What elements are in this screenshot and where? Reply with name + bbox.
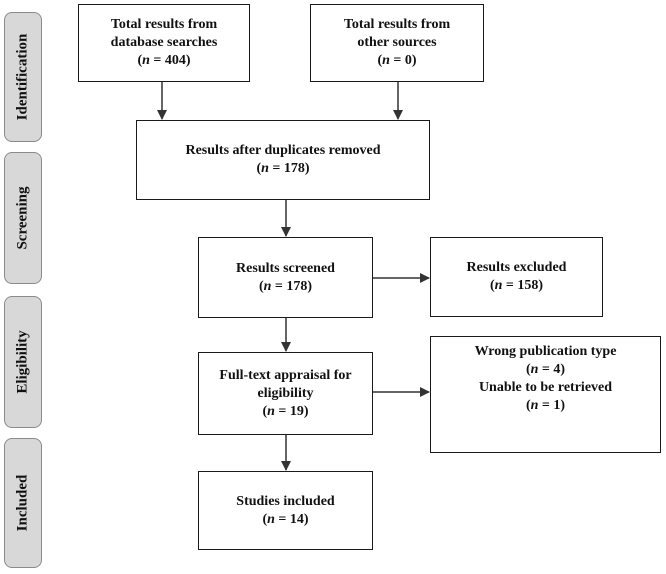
stage-eligibility: Eligibility [4, 296, 42, 428]
count: (n = 19) [262, 403, 309, 419]
box-text: Unable to be retrieved [478, 380, 613, 395]
box-text: other sources [357, 35, 437, 50]
duplicates-removed-box: Results after duplicates removed (n = 17… [136, 120, 430, 200]
box-text: Results after duplicates removed [185, 143, 381, 158]
count: (n = 178) [258, 278, 313, 294]
other-sources-box: Total results from other sources (n = 0) [310, 4, 484, 82]
box-text: Studies included [236, 493, 335, 509]
count: (n = 14) [262, 511, 309, 527]
box-text: Total results from [110, 17, 218, 32]
database-search-box: Total results from database searches (n … [78, 4, 250, 82]
box-text: Total results from [343, 17, 451, 32]
fulltext-appraisal-box: Full-text appraisal for eligibility (n =… [198, 352, 373, 435]
count: (n = 158) [489, 278, 544, 293]
count: (n = 1) [525, 398, 566, 413]
box-text: eligibility [257, 385, 314, 401]
count: (n = 178) [256, 161, 310, 176]
count: (n = 404) [137, 53, 191, 68]
excluded-box: Results excluded (n = 158) [430, 237, 603, 317]
box-text: Results screened [236, 260, 335, 276]
exclusion-reasons-box: Wrong publication type (n = 4) Unable to… [430, 336, 661, 453]
stage-screening: Screening [4, 152, 42, 284]
box-text: database searches [110, 35, 218, 50]
count: (n = 4) [525, 362, 566, 377]
stage-identification: Identification [4, 12, 42, 142]
box-text: Full-text appraisal for [219, 367, 352, 383]
box-text: Wrong publication type [474, 344, 617, 359]
box-text: Results excluded [466, 260, 567, 275]
count: (n = 0) [377, 53, 417, 68]
studies-included-box: Studies included (n = 14) [198, 471, 373, 550]
stage-included: Included [4, 438, 42, 568]
screened-box: Results screened (n = 178) [198, 237, 373, 318]
